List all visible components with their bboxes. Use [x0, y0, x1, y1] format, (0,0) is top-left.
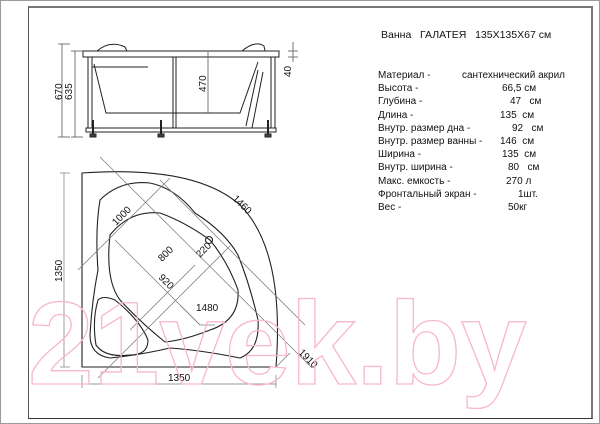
dim-rim: 40 [283, 65, 294, 77]
spec-value: 270 л [506, 175, 532, 187]
top-view [81, 171, 279, 368]
dim-bottom-depth: 800 [156, 244, 176, 264]
spec-value: 50кг [508, 201, 528, 213]
spec-label: Внутр. размер ванны - [378, 135, 483, 147]
spec-label: Материал - [378, 70, 431, 81]
spec-label: Длина - [378, 109, 414, 121]
spec-value: 146 см [500, 135, 535, 147]
dim-body-height: 635 [64, 83, 75, 100]
dim-side-vertical: 1350 [54, 259, 65, 282]
dim-total-height: 670 [54, 83, 65, 100]
dim-depth: 470 [198, 75, 209, 92]
spec-label: Высота - [378, 83, 419, 95]
product-title: Ванна ГАЛАТЕЯ 135Х135Х67 см [381, 29, 552, 41]
drawing-frame [28, 6, 593, 419]
watermark: 21vek.by [28, 278, 527, 410]
spec-value: 47 см [510, 96, 542, 108]
spec-label: Внутр. размер дна - [378, 122, 471, 134]
spec-value: 135 см [502, 149, 537, 161]
side-view-dimensions [58, 42, 298, 138]
spec-label: Ширина - [378, 149, 422, 161]
spec-label: Фронтальный экран - [378, 188, 477, 200]
top-view-dimensions [60, 156, 313, 388]
dim-inner-length: 1000 [110, 204, 134, 228]
dim-inner-diagonal: 1480 [196, 303, 219, 314]
spec-value: 135 см [500, 109, 535, 121]
dim-side-horizontal: 1350 [168, 373, 191, 384]
spec-value: 1шт. [518, 188, 538, 200]
spec-value: 92 см [512, 122, 544, 134]
spec-label: Вес - [378, 201, 402, 213]
spec-value: сантехнический акрил [462, 70, 566, 81]
spec-label: Внутр. ширина - [378, 162, 453, 174]
dim-front-length: 1460 [230, 193, 254, 217]
spec-value: 66,5 см [502, 83, 537, 95]
side-view [82, 43, 280, 138]
spec-value: 80 см [508, 162, 540, 174]
spec-label: Макс. емкость - [378, 175, 451, 187]
spec-label: Глубина - [378, 96, 423, 108]
